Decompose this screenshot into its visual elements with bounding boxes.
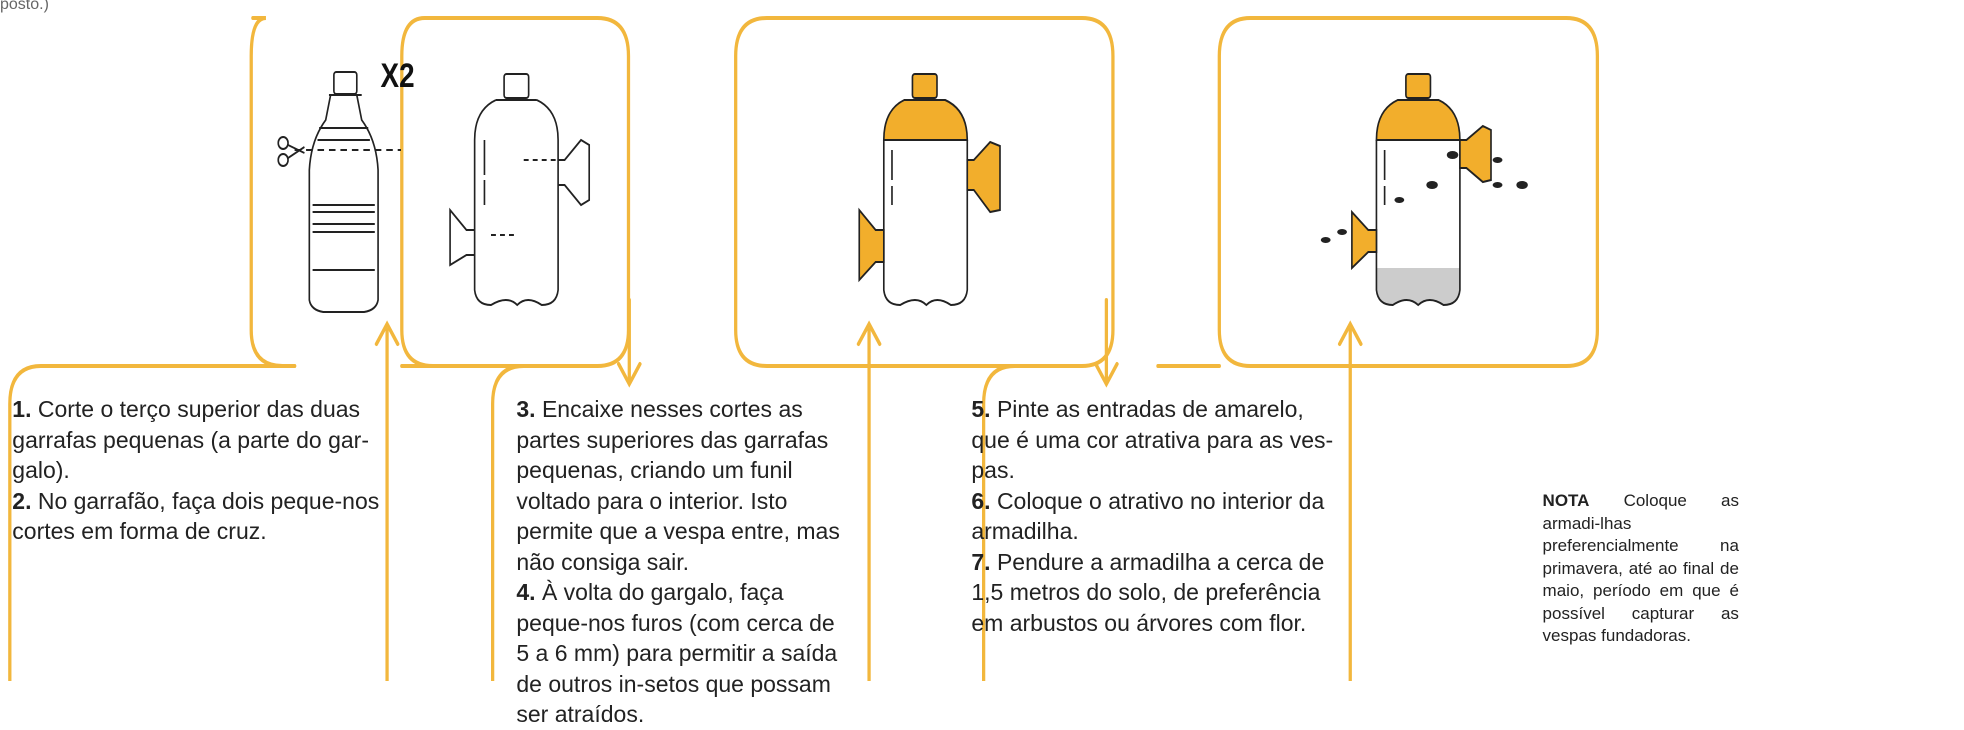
step-6-text: Coloque o atrativo no interior da armadi…: [971, 487, 1325, 545]
x2-label: X2: [381, 56, 415, 94]
arrow-down-5: [617, 362, 642, 388]
step-7: 7. Pendure a armadilha a cerca de 1,5 me…: [971, 547, 1336, 639]
large-bottle-yellow: [858, 73, 1001, 307]
image-frame-1: [400, 16, 631, 368]
step-2-text: No garrafão, faça dois peque-nos cortes …: [12, 487, 380, 545]
steps-5-7: 5. Pinte as entradas de amarelo, que é u…: [971, 394, 1336, 638]
text-frame-3: [883, 364, 1015, 681]
step-1-text: Corte o terço superior das duas garrafas…: [12, 396, 370, 483]
flow-illustration: X2: [8, 16, 1600, 681]
arrow-up-4: [1337, 320, 1363, 346]
arrow-up-1: [374, 320, 400, 346]
step-3: 3. Encaixe nesses cortes as partes super…: [516, 394, 852, 577]
image-frame-3: [1217, 16, 1600, 368]
step-4: 4. À volta do gargalo, faça peque-nos fu…: [516, 577, 852, 730]
step-6-number: 6.: [971, 487, 991, 514]
step-2-number: 2.: [12, 487, 32, 514]
step-7-number: 7.: [971, 548, 991, 575]
step-6: 6. Coloque o atrativo no interior da arm…: [971, 486, 1336, 547]
arrow-up-2: [856, 320, 882, 346]
step-1: 1. Corte o terço superior das duas garra…: [12, 394, 397, 486]
step-5-number: 5.: [971, 396, 991, 422]
step-4-number: 4.: [516, 579, 536, 605]
step-5: 5. Pinte as entradas de amarelo, que é u…: [971, 394, 1336, 486]
text-frame-1: [8, 364, 297, 681]
note-block: NOTA Coloque as armadi-lhas preferencial…: [1543, 490, 1739, 648]
small-bottle-cut: [277, 71, 401, 313]
steps-1-2: 1. Corte o terço superior das duas garra…: [12, 394, 397, 547]
arrow-down-3: [1094, 362, 1119, 388]
step-7-text: Pendure a armadilha a cerca de 1,5 metro…: [971, 548, 1325, 636]
text-frame-2: [400, 364, 524, 681]
large-bottle-outline-1: [449, 73, 591, 307]
step-5-text: Pinte as entradas de amarelo, que é uma …: [971, 396, 1334, 483]
note-text: Coloque as armadi-lhas preferencialmente…: [1542, 491, 1739, 645]
flow-connectors: [8, 16, 1600, 681]
trap-with-wasps: [1320, 73, 1528, 307]
note-label: NOTA: [1542, 491, 1590, 510]
wasp-icons: [1320, 151, 1528, 243]
step-1-number: 1.: [12, 396, 32, 422]
stray-text: posto.): [0, 0, 49, 13]
trap-instructions-diagram: X2: [0, 0, 1739, 727]
step-3-text: Encaixe nesses cortes as partes superior…: [516, 396, 840, 575]
step-4-text: À volta do gargalo, faça peque-nos furos…: [516, 579, 838, 727]
image-frame-2: [734, 16, 1115, 368]
step-3-number: 3.: [516, 396, 536, 422]
steps-3-4: 3. Encaixe nesses cortes as partes super…: [516, 394, 852, 730]
step-2: 2. No garrafão, faça dois peque-nos cort…: [12, 486, 397, 547]
